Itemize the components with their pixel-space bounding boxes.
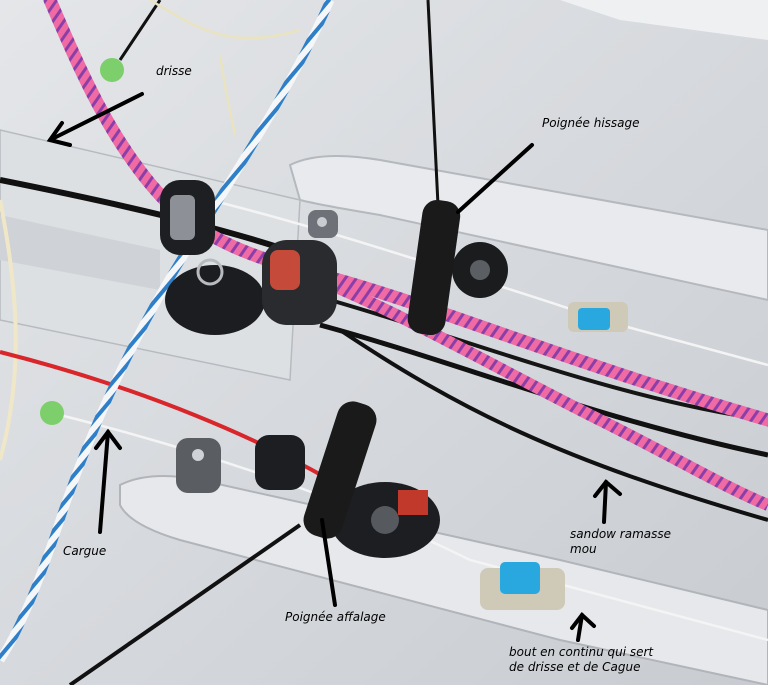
green-ball-top (100, 58, 124, 82)
deck-step (0, 215, 160, 290)
label-sandow-line2: mou (570, 542, 597, 556)
deck-top-edge (560, 0, 768, 40)
arrow-icon (593, 479, 622, 524)
blue-cleat-upper (568, 302, 628, 332)
label-sandow: sandow ramasse mou (570, 527, 700, 557)
lower-fairlead (176, 438, 221, 493)
handle-hissage (407, 199, 461, 336)
arrow-icon (570, 612, 596, 642)
label-drisse: drisse (156, 64, 192, 78)
black-line-vertical (426, 0, 440, 206)
label-poignee-hissage: Poignée hissage (542, 116, 640, 130)
deck-ridge-lower (119, 475, 768, 685)
beige-line-left (0, 199, 18, 461)
pulley-right (452, 242, 508, 298)
label-bout: bout en continu qui sert de drisse et de… (509, 645, 719, 675)
arrow-icon (94, 428, 122, 534)
cam-cleat-upper (262, 240, 337, 325)
label-cargue: Cargue (63, 544, 107, 558)
pink-rope-2 (278, 259, 768, 511)
label-bout-line2: de drisse et de Cague (509, 660, 641, 674)
handle-affalage (303, 401, 377, 539)
lower-block-assembly (330, 482, 440, 558)
black-sheet-4 (338, 328, 768, 522)
black-line-top (118, 0, 162, 61)
green-ball-left (40, 401, 64, 425)
label-sandow-line1: sandow ramasse (570, 527, 672, 541)
arrow-icon (46, 92, 144, 147)
black-line-lower (68, 523, 302, 685)
arrow-icon (456, 143, 534, 214)
label-poignee-affalage: Poignée affalage (285, 610, 386, 624)
blue-cleat-lower (480, 562, 565, 610)
blue-white-rope (0, 0, 335, 663)
arrow-icon (320, 518, 337, 607)
beige-line (149, 0, 301, 136)
deck-ridge-upper (288, 155, 768, 302)
upper-block-assembly (160, 180, 265, 335)
label-bout-line1: bout en continu qui sert (509, 645, 654, 659)
lower-cleat-red (255, 435, 305, 490)
small-fairlead-1 (308, 210, 338, 238)
